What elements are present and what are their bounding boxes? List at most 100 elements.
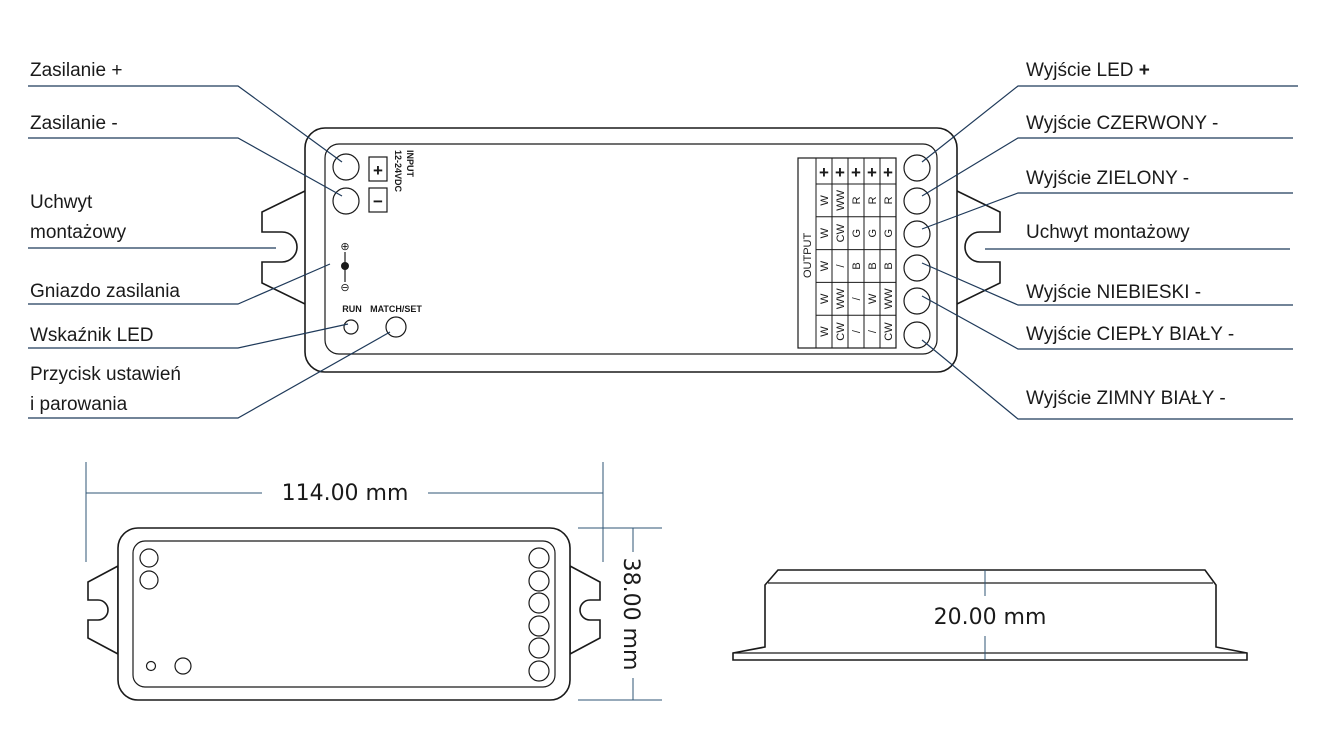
top-view-out-3 [528, 592, 550, 614]
top-view-led [145, 660, 157, 672]
leader-warm [921, 295, 1293, 350]
output-terminal-blue [903, 254, 931, 282]
run-label: RUN [342, 304, 362, 314]
table-cell: R [851, 196, 863, 204]
right-callouts: Wyjście LED + Wyjście CZERWONY - Wyjście… [921, 60, 1298, 420]
top-view: 114.00 mm 38.00 mm [85, 462, 662, 701]
output-terminal-red [903, 187, 931, 215]
minus-sign: − [373, 192, 383, 211]
table-cell: / [851, 296, 863, 300]
top-view-out-6 [528, 660, 550, 682]
label-set-button-2: i parowania [30, 394, 128, 415]
label-green: Wyjście ZIELONY - [1026, 168, 1189, 189]
table-cell: G [883, 229, 895, 238]
plus-box [368, 156, 388, 182]
left-callouts: Zasilanie + Zasilanie - Uchwyt montażowy… [28, 60, 391, 419]
top-view-ear-right [569, 564, 601, 656]
match-set-label: MATCH/SET [370, 304, 422, 314]
table-cell: / [851, 329, 863, 333]
top-view-button [174, 657, 192, 675]
table-cell: CW [883, 322, 895, 341]
table-cell: B [851, 262, 863, 269]
leader-blue [921, 262, 1293, 306]
leader-power-plus [28, 85, 343, 163]
dim-height-text: 20.00 mm [934, 605, 1047, 630]
top-view-ear-left [87, 564, 119, 656]
top-view-terminal-2 [139, 570, 159, 590]
table-cell: W [867, 293, 879, 304]
table-cell: CW [835, 322, 847, 341]
leader-button [28, 331, 391, 419]
leader-led [28, 323, 349, 349]
top-view-terminal-1 [139, 548, 159, 568]
table-cell: + [867, 163, 877, 182]
run-led-icon [343, 319, 359, 335]
label-blue: Wyjście NIEBIESKI - [1026, 282, 1201, 303]
table-cell: + [835, 163, 845, 182]
label-led-indicator: Wskaźnik LED [30, 325, 154, 346]
table-cell: W [819, 227, 831, 238]
side-view-body [732, 569, 1248, 661]
table-cell: R [883, 196, 895, 204]
top-view-out-4 [528, 615, 550, 637]
side-view: 20.00 mm [732, 569, 1248, 661]
table-cell: WW [883, 288, 895, 309]
table-cell: + [883, 163, 893, 182]
table-cell: G [867, 229, 879, 238]
top-view-out-2 [528, 570, 550, 592]
leader-power-minus [28, 137, 343, 197]
label-mount-left-2: montażowy [30, 222, 127, 243]
input-terminal-minus [332, 187, 360, 215]
mount-ear-left [261, 188, 308, 307]
table-cell: / [835, 264, 847, 268]
socket-minus-symbol: ⊖ [340, 282, 349, 294]
table-cell: W [819, 293, 831, 304]
table-cell: W [819, 195, 831, 206]
minus-box [368, 187, 388, 213]
output-terminal-green [903, 220, 931, 248]
table-cell: G [851, 229, 863, 238]
leader-green [921, 192, 1293, 230]
table-cell: B [883, 262, 895, 269]
table-cell: CW [835, 223, 847, 242]
label-set-button-1: Przycisk ustawień [30, 364, 181, 385]
label-led-plus: Wyjście LED + [1026, 60, 1150, 81]
top-view-out-1 [528, 547, 550, 569]
label-power-minus: Zasilanie - [30, 113, 118, 134]
device-panel [324, 143, 938, 355]
label-red: Wyjście CZERWONY - [1026, 113, 1218, 134]
socket-dot [341, 262, 349, 270]
table-cell: B [867, 262, 879, 269]
top-view-out-5 [528, 637, 550, 659]
socket-plus-symbol: ⊕ [340, 241, 349, 253]
table-cell: / [867, 329, 879, 333]
leader-led-plus [921, 85, 1298, 163]
table-cell: R [867, 196, 879, 204]
label-power-plus: Zasilanie + [30, 60, 122, 81]
table-cell: WW [835, 288, 847, 309]
label-power-socket: Gniazdo zasilania [30, 281, 180, 302]
leader-cold [921, 339, 1293, 420]
label-mount-right: Uchwyt montażowy [1026, 222, 1190, 243]
table-cell: W [819, 260, 831, 271]
table-cell: W [819, 326, 831, 337]
leader-socket [28, 263, 331, 305]
top-view-panel [132, 540, 556, 688]
output-terminal-warm [903, 287, 931, 315]
match-set-button-icon [385, 316, 407, 338]
table-cell: WW [835, 189, 847, 210]
dim-length-text: 114.00 mm [282, 481, 409, 506]
dim-width-text: 38.00 mm [618, 558, 643, 671]
input-voltage: 12-24VDC [393, 150, 403, 193]
table-cell: + [851, 163, 861, 182]
label-cold: Wyjście ZIMNY BIAŁY - [1026, 388, 1226, 409]
output-label: OUTPUT [802, 233, 814, 279]
label-mount-left-1: Uchwyt [30, 192, 93, 213]
label-warm: Wyjście CIEPŁY BIAŁY - [1026, 324, 1234, 345]
table-cell: + [819, 163, 829, 182]
mount-ear-right [954, 188, 1001, 307]
plus-sign: + [373, 161, 383, 180]
main-device: + − INPUT 12-24VDC ⊕ ⊖ RUN MATCH/SET OUT… [261, 127, 1001, 373]
input-label: INPUT [405, 150, 415, 178]
